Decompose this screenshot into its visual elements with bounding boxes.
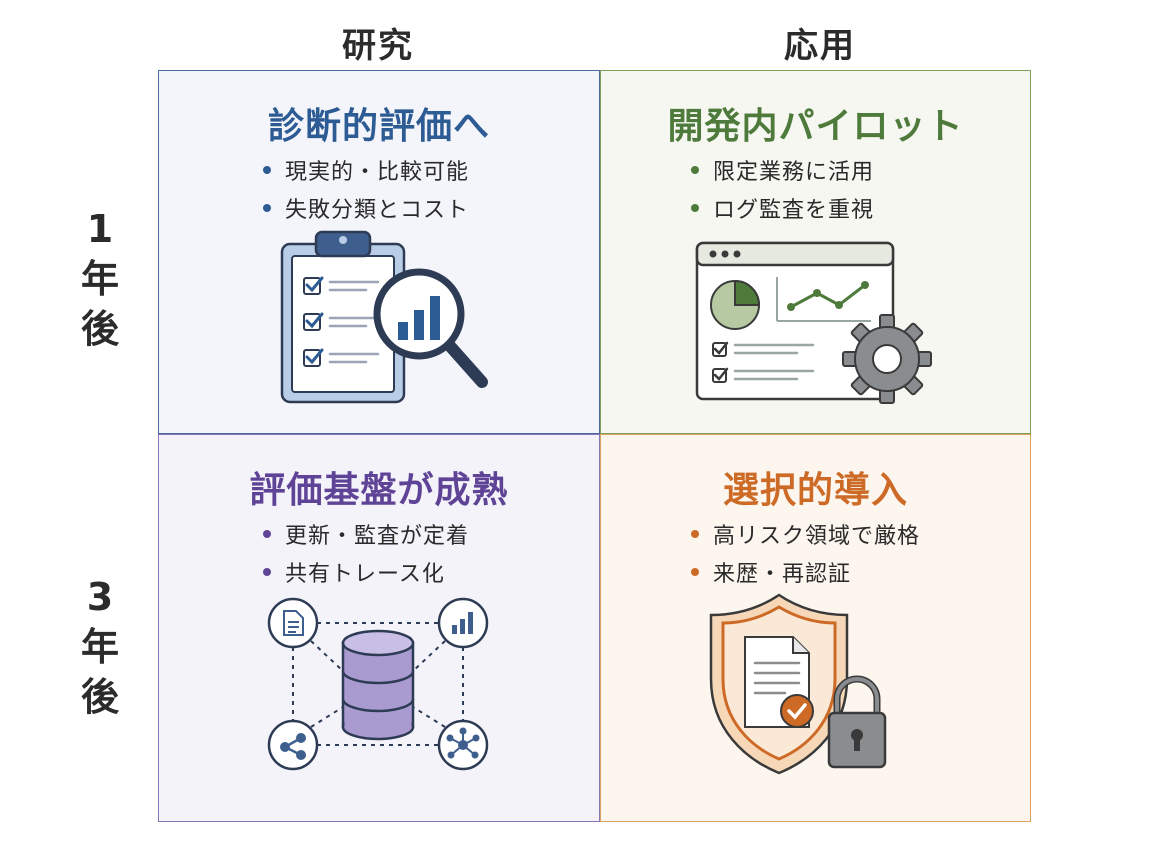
- bullet-dot: [263, 204, 271, 212]
- list-item: ログ監査を重視: [691, 189, 874, 227]
- dashboard-gear-icon: [695, 241, 932, 404]
- clipboard-magnifier-icon: [280, 230, 488, 404]
- row-header-3-year: 3 年 後: [60, 572, 140, 722]
- bullet-text: 限定業務に活用: [713, 160, 875, 185]
- quadrant-title: 診断的評価へ: [267, 106, 490, 147]
- bullet-dot: [691, 530, 699, 538]
- row-header-1-year-char: 年: [80, 257, 119, 301]
- bullet-text: 現実的・比較可能: [285, 160, 470, 185]
- bullet-text: 高リスク領域で厳格: [713, 524, 921, 549]
- row-header-1-year-char: 後: [80, 307, 119, 351]
- row-header-3-year-char: 年: [80, 625, 119, 669]
- row-header-1-year-char: 1: [86, 207, 114, 251]
- row-header-1-year: 1 年 後: [60, 204, 140, 354]
- list-item: 更新・監査が定着: [263, 515, 469, 553]
- bullet-dot: [691, 568, 699, 576]
- quadrant-title: 選択的導入: [722, 470, 908, 511]
- list-item: 失敗分類とコスト: [263, 189, 469, 227]
- bullet-list: 現実的・比較可能 失敗分類とコスト: [263, 151, 469, 227]
- list-item: 共有トレース化: [263, 553, 469, 591]
- bullet-text: 来歴・再認証: [713, 562, 852, 587]
- database-network-icon: [267, 597, 489, 771]
- column-header-research: 研究: [342, 26, 414, 66]
- bullet-text: 共有トレース化: [285, 562, 445, 587]
- bullet-list: 更新・監査が定着 共有トレース化: [263, 515, 469, 591]
- bullet-text: ログ監査を重視: [713, 198, 875, 223]
- row-header-3-year-char: 後: [80, 675, 119, 719]
- list-item: 高リスク領域で厳格: [691, 515, 920, 553]
- shield-lock-icon: [709, 593, 887, 775]
- list-item: 来歴・再認証: [691, 553, 920, 591]
- bullet-list: 高リスク領域で厳格 来歴・再認証: [691, 515, 920, 591]
- bullet-dot: [263, 530, 271, 538]
- quadrant-application-1y: 開発内パイロット 限定業務に活用 ログ監査を重視: [600, 70, 1031, 434]
- quadrant-title: 開発内パイロット: [667, 106, 964, 147]
- list-item: 限定業務に活用: [691, 151, 874, 189]
- bullet-dot: [691, 166, 699, 174]
- quadrant-research-1y: 診断的評価へ 現実的・比較可能 失敗分類とコスト: [158, 70, 600, 434]
- bullet-text: 失敗分類とコスト: [285, 198, 470, 223]
- bullet-dot: [263, 166, 271, 174]
- bullet-dot: [263, 568, 271, 576]
- bullet-dot: [691, 204, 699, 212]
- quadrant-application-3y: 選択的導入 高リスク領域で厳格 来歴・再認証: [600, 434, 1031, 822]
- quadrant-title: 評価基盤が成熟: [249, 470, 509, 511]
- bullet-text: 更新・監査が定着: [285, 524, 470, 549]
- bullet-list: 限定業務に活用 ログ監査を重視: [691, 151, 874, 227]
- column-header-application: 応用: [784, 26, 856, 66]
- row-header-3-year-char: 3: [86, 575, 114, 619]
- list-item: 現実的・比較可能: [263, 151, 469, 189]
- quadrant-research-3y: 評価基盤が成熟 更新・監査が定着 共有トレース化: [158, 434, 600, 822]
